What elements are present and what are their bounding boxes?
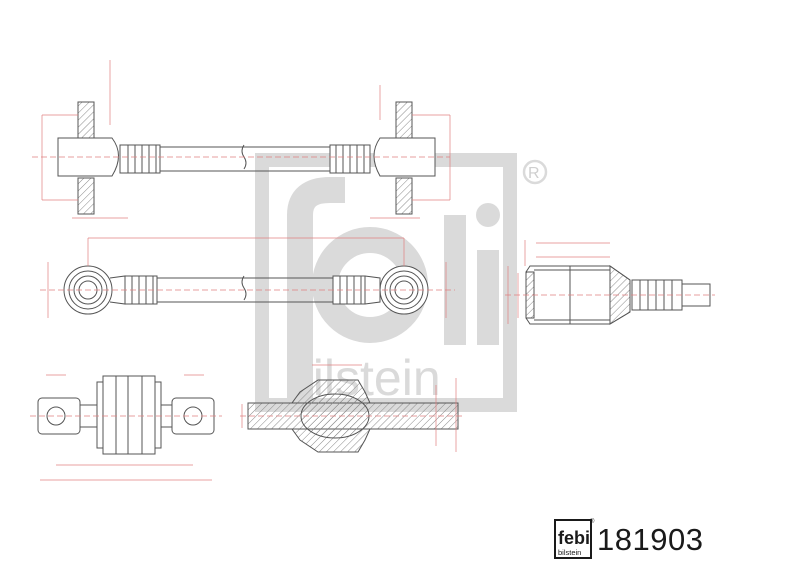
bushing-front-view xyxy=(37,375,215,455)
top-view-dimensions xyxy=(40,237,455,318)
svg-text:bilstein: bilstein xyxy=(558,548,581,557)
febi-bilstein-logo: febi bilstein ® xyxy=(554,518,595,559)
end-section-dimensions xyxy=(505,240,715,324)
part-number: 181903 xyxy=(597,522,704,557)
side-view-dimensions xyxy=(32,60,451,219)
svg-text:febi: febi xyxy=(558,528,590,548)
svg-text:®: ® xyxy=(590,518,595,525)
side-view-rod xyxy=(57,101,436,215)
bushing-front-dimensions xyxy=(30,374,222,481)
watermark-registered-mark: R xyxy=(528,165,540,182)
bushing-section-dimensions xyxy=(240,364,465,452)
